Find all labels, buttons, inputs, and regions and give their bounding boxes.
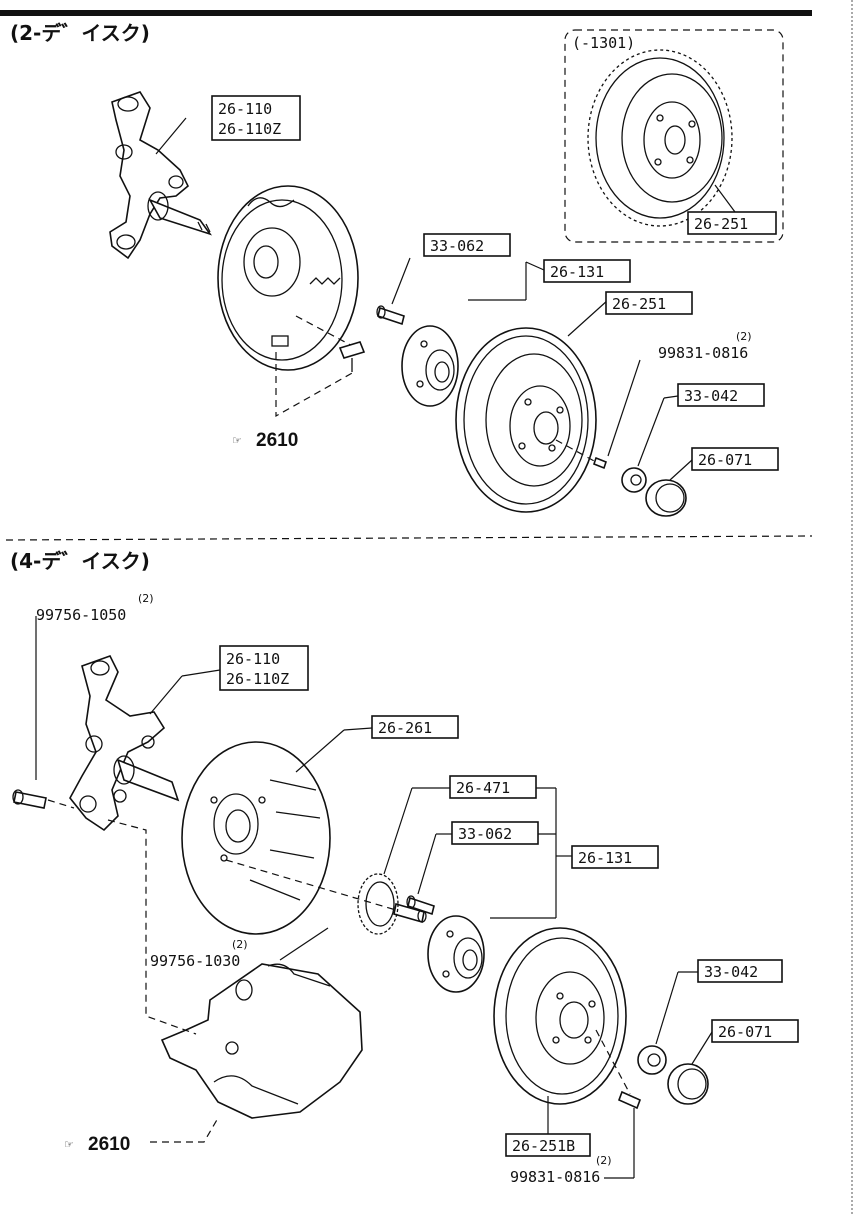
inset-label-box — [687, 211, 777, 235]
bottom-bolt2-qty: (2) — [232, 938, 248, 951]
bottom-knuckle-part-number-1: 26-110 — [226, 650, 280, 668]
bottom-disc-part-number: 26-251B — [512, 1137, 575, 1155]
inset-label: (-1301) — [572, 34, 635, 52]
top-brake-disc — [455, 327, 597, 513]
top-nut-label-box — [677, 383, 765, 407]
top-hub-bolt — [376, 305, 405, 326]
top-disc-label-box — [605, 291, 693, 315]
sensor-rotor-part-number: 26-471 — [456, 779, 510, 797]
bottom-hub-cap — [667, 1063, 709, 1105]
top-knuckle-part-number-1: 26-110 — [218, 100, 272, 118]
dust-cover-part-number: 26-261 — [378, 719, 432, 737]
top-cap-part-number: 26-071 — [698, 451, 752, 469]
inset-disc-part-number: 26-251 — [694, 215, 748, 233]
bottom-ref-hand-icon: ☞ — [64, 1138, 74, 1151]
top-hub-bolt-label-box — [423, 233, 511, 257]
top-disc-part-number: 26-251 — [612, 295, 666, 313]
top-knuckle — [109, 91, 213, 260]
top-knuckle-part-number-2: 26-110Z — [218, 120, 281, 138]
sensor-rotor-label-box — [449, 775, 537, 799]
bottom-caliper — [160, 963, 363, 1119]
bottom-cap-part-number: 26-071 — [718, 1023, 772, 1041]
top-border-bar — [0, 10, 812, 16]
top-disc-screw — [593, 456, 607, 470]
bottom-bolt-part-number: 99756-1050 — [36, 606, 126, 624]
bottom-disc-label-box — [505, 1133, 591, 1157]
bottom-knuckle-label-box — [219, 645, 309, 691]
bottom-nut — [637, 1045, 667, 1075]
bottom-brake-disc — [493, 927, 627, 1105]
top-hub-label-box — [543, 259, 631, 283]
section-title-4-disc: (4-デ゛イスク) — [10, 549, 150, 573]
bottom-knuckle-bolt — [12, 789, 47, 809]
bottom-bolt2-part-number: 99756-1030 — [150, 952, 240, 970]
inset-toothed-disc — [587, 49, 733, 227]
top-nut-part-number: 33-042 — [684, 387, 738, 405]
top-hub-bolt-part-number: 33-062 — [430, 237, 484, 255]
bottom-bolt-qty: (2) — [138, 592, 154, 605]
dust-cover-label-box — [371, 715, 459, 739]
bottom-nut-label-box — [697, 959, 783, 983]
bottom-screw-qty: (2) — [596, 1154, 612, 1167]
top-hub — [401, 325, 459, 407]
dust-cover-bolt — [393, 902, 427, 924]
section-divider — [5, 535, 813, 541]
section-title-2-disc: (2-デ゛イスク) — [10, 21, 150, 45]
top-hub-cap — [645, 479, 687, 517]
bottom-dust-cover — [181, 741, 331, 935]
sensor-rotor — [357, 873, 399, 935]
top-plate-bolt — [338, 341, 366, 372]
bottom-hub-label-box — [571, 845, 659, 869]
bottom-ref-number: 2610 — [88, 1134, 130, 1155]
top-hub-part-number: 26-131 — [550, 263, 604, 281]
top-cap-label-box — [691, 447, 779, 471]
top-screw-part-number: 99831-0816 — [658, 344, 748, 362]
bottom-cap-label-box — [711, 1019, 799, 1043]
bottom-hub-bolt-part-number: 33-062 — [458, 825, 512, 843]
top-knuckle-label-box — [211, 95, 301, 141]
bottom-hub-bolt — [406, 895, 435, 916]
top-nut — [621, 467, 647, 493]
bottom-knuckle — [69, 655, 180, 832]
bottom-nut-part-number: 33-042 — [704, 963, 758, 981]
bottom-hub — [427, 915, 485, 993]
inset-box — [564, 29, 784, 243]
bottom-hub-bolt-label-box — [451, 821, 539, 845]
bottom-knuckle-part-number-2: 26-110Z — [226, 670, 289, 688]
top-ref-number: 2610 — [256, 430, 298, 451]
top-screw-qty: (2) — [736, 330, 752, 343]
bottom-hub-part-number: 26-131 — [578, 849, 632, 867]
bottom-disc-screw — [617, 1090, 642, 1110]
bottom-screw-part-number: 99831-0816 — [510, 1168, 600, 1186]
top-backing-plate — [217, 185, 359, 371]
top-ref-hand-icon: ☞ — [232, 434, 242, 447]
